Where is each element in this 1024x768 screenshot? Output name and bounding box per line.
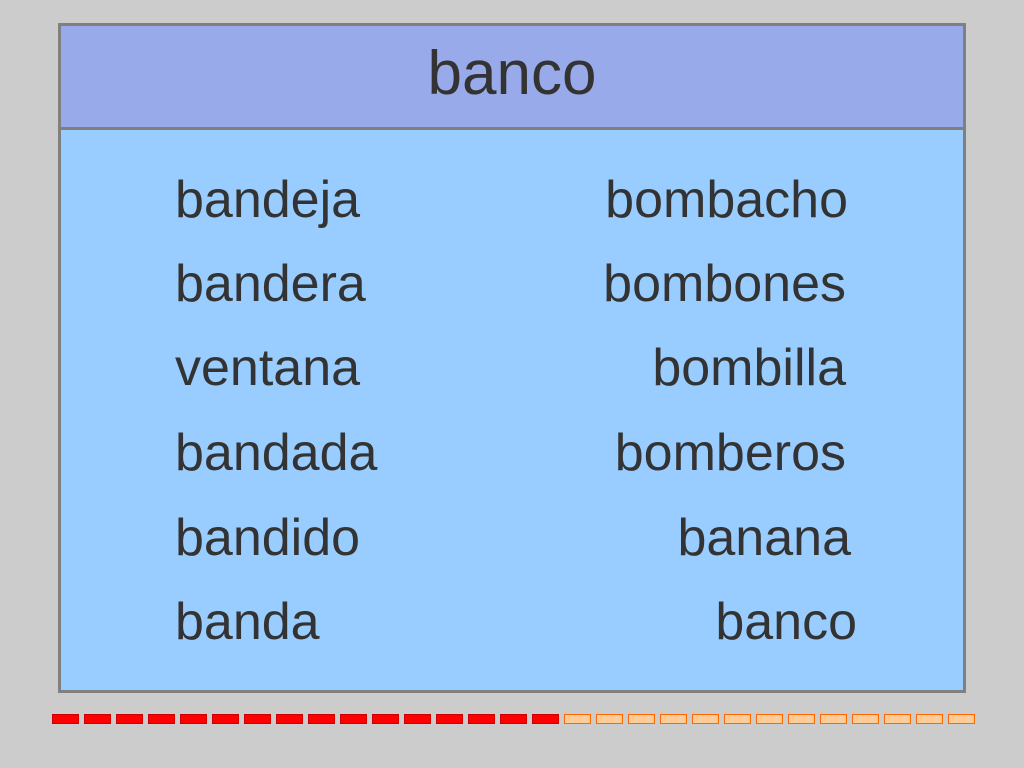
- right-word: bomberos: [614, 424, 846, 482]
- progress-segment-todo: [788, 714, 815, 724]
- progress-segment-todo: [692, 714, 719, 724]
- progress-segment-todo: [564, 714, 591, 724]
- progress-segment-todo: [724, 714, 751, 724]
- progress-segment-done: [148, 714, 175, 724]
- progress-segment-done: [500, 714, 527, 724]
- right-word: bombacho: [605, 171, 848, 229]
- progress-segment-done: [532, 714, 559, 724]
- left-word: bandera: [175, 255, 366, 313]
- progress-segment-done: [436, 714, 463, 724]
- progress-segment-todo: [948, 714, 975, 724]
- progress-segment-done: [308, 714, 335, 724]
- progress-segment-done: [404, 714, 431, 724]
- progress-segment-done: [84, 714, 111, 724]
- progress-segment-done: [116, 714, 143, 724]
- progress-segment-done: [244, 714, 271, 724]
- right-word: bombilla: [652, 339, 846, 397]
- progress-segment-done: [372, 714, 399, 724]
- left-word: bandido: [175, 509, 361, 567]
- progress-segment-todo: [884, 714, 911, 724]
- left-word: bandada: [175, 424, 378, 482]
- right-word: banana: [677, 509, 851, 567]
- progress-segment-todo: [660, 714, 687, 724]
- progress-segment-done: [468, 714, 495, 724]
- right-word: banco: [715, 593, 857, 651]
- left-word: bandeja: [175, 171, 361, 229]
- left-word: ventana: [175, 339, 361, 397]
- word-card: banco bandeja bandera ventana bandada ba…: [58, 23, 966, 693]
- progress-segment-todo: [916, 714, 943, 724]
- progress-segment-todo: [820, 714, 847, 724]
- progress-segment-todo: [756, 714, 783, 724]
- card-header: banco: [61, 26, 963, 130]
- progress-segment-done: [212, 714, 239, 724]
- left-word: banda: [175, 593, 320, 651]
- progress-segment-done: [180, 714, 207, 724]
- progress-segment-todo: [852, 714, 879, 724]
- right-word: bombones: [603, 255, 846, 313]
- progress-segment-done: [340, 714, 367, 724]
- progress-segment-todo: [596, 714, 623, 724]
- progress-segment-done: [276, 714, 303, 724]
- progress-segment-done: [52, 714, 79, 724]
- card-title: banco: [427, 38, 597, 108]
- progress-bar: [52, 714, 982, 726]
- progress-segment-todo: [628, 714, 655, 724]
